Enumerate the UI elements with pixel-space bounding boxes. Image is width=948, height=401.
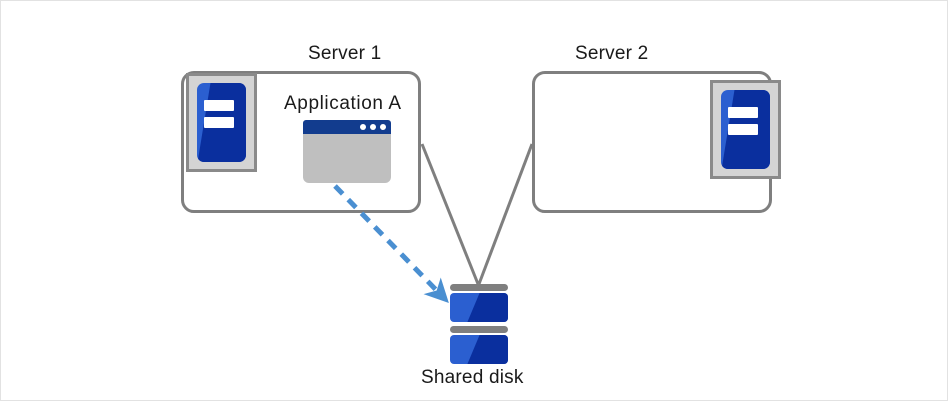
server1-label: Server 1	[308, 43, 382, 64]
window-dot-icon	[360, 124, 366, 130]
connector-server1-to-disk	[420, 143, 480, 285]
disk-cap-top	[450, 284, 508, 291]
server-icon	[710, 80, 781, 179]
server-icon-bar-top	[727, 106, 759, 118]
shared-disk-label: Shared disk	[421, 367, 524, 388]
server-icon-bar-bottom	[203, 116, 235, 129]
server-icon-body	[197, 83, 246, 162]
application-window-icon[interactable]	[303, 120, 391, 183]
server-icon	[186, 73, 257, 172]
application-window-body	[303, 134, 391, 183]
disk-slab	[450, 335, 508, 364]
connector-server2-to-disk	[477, 143, 534, 285]
disk-cap-middle	[450, 326, 508, 333]
server-icon-bar-top	[203, 99, 235, 111]
server-icon-bar-bottom	[727, 123, 759, 136]
application-a-label: Application A	[284, 93, 402, 114]
disk-stack-icon	[450, 284, 508, 364]
application-window-titlebar	[303, 120, 391, 134]
disk-slab	[450, 293, 508, 322]
window-dot-icon	[370, 124, 376, 130]
server2-label: Server 2	[575, 43, 649, 64]
window-dot-icon	[380, 124, 386, 130]
server-icon-body	[721, 90, 770, 169]
